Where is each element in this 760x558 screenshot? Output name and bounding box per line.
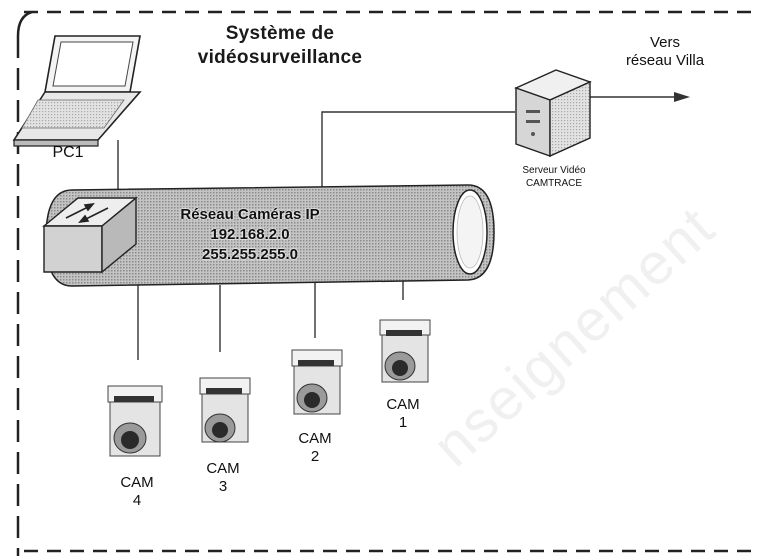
- laptop-icon: [12, 35, 142, 147]
- external-line-1: Vers: [649, 34, 680, 51]
- connection-lines: [117, 96, 678, 360]
- camera-3-icon: [199, 377, 251, 443]
- camera-2-number: 2: [310, 448, 320, 465]
- camera-4-icon: [107, 385, 163, 457]
- camera-3-label: CAM 3: [200, 460, 246, 496]
- camera-1-number: 1: [398, 414, 408, 431]
- camera-4-label: CAM 4: [114, 474, 160, 510]
- switch-icon: [42, 196, 138, 274]
- network-mask: 255.255.255.0: [202, 246, 298, 263]
- server-line-2: CAMTRACE: [525, 178, 583, 189]
- title-line-2: vidéosurveillance: [197, 47, 363, 68]
- server-icon: [514, 69, 592, 158]
- title-line-1: Système de: [225, 23, 335, 44]
- network-name: Réseau Caméras IP: [180, 206, 320, 223]
- arrowhead-icon: [674, 92, 690, 102]
- camera-1-label: CAM 1: [380, 396, 426, 432]
- camera-2-icon: [291, 349, 343, 415]
- camera-2-name: CAM: [298, 430, 332, 447]
- network-ip: 192.168.2.0: [210, 226, 290, 243]
- network-label: Réseau Caméras IP 192.168.2.0 255.255.25…: [160, 205, 340, 265]
- pc-label: PC1: [52, 144, 84, 161]
- camera-4-name: CAM: [120, 474, 154, 491]
- external-line-2: réseau Villa: [625, 52, 705, 69]
- external-network-label: Vers réseau Villa: [600, 34, 730, 70]
- server-label: Serveur Vidéo CAMTRACE: [494, 164, 614, 190]
- camera-3-name: CAM: [206, 460, 240, 477]
- camera-2-label: CAM 2: [292, 430, 338, 466]
- dashed-frame: [16, 10, 756, 556]
- diagram-title: Système de vidéosurveillance: [170, 22, 390, 70]
- camera-3-number: 3: [218, 478, 228, 495]
- camera-4-number: 4: [132, 492, 142, 509]
- server-line-1: Serveur Vidéo: [522, 165, 586, 176]
- camera-1-icon: [379, 319, 431, 383]
- server-link: [321, 111, 515, 192]
- camera-1-name: CAM: [386, 396, 420, 413]
- network-pipe: [45, 184, 495, 287]
